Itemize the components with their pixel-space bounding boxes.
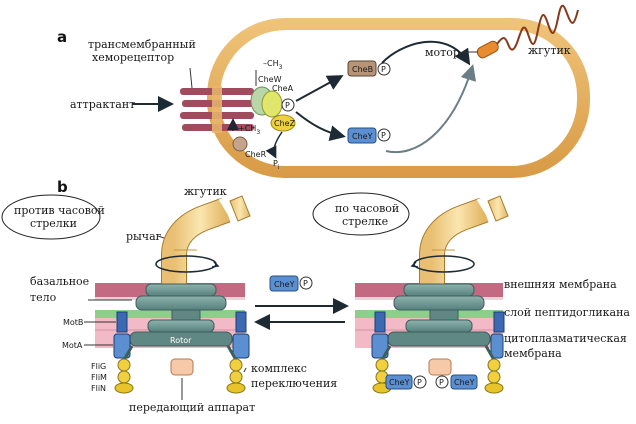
ccw-line1: против часовой xyxy=(14,204,105,217)
cw-oval xyxy=(312,192,410,236)
pi-release-arrow xyxy=(265,131,283,159)
phosphate-cheb xyxy=(377,62,391,76)
hook-label: рычаг xyxy=(126,230,162,243)
mota-right-left xyxy=(232,333,250,359)
phosphate-chey-label: P xyxy=(381,131,386,140)
basal-body-line1: базальное xyxy=(30,275,89,288)
flim-label: FliM xyxy=(91,373,107,382)
panel-b: b против часовой стрелки по часовой стре… xyxy=(1,178,630,414)
ccw-oval xyxy=(1,194,101,240)
pi-main: P xyxy=(273,159,278,168)
panel-a: a трансмембранный хеморецептор аттрактан… xyxy=(57,4,590,178)
cheb-protein xyxy=(347,60,377,77)
export-label: передающий аппарат xyxy=(129,401,255,414)
chey-bound-left-label: CheY xyxy=(389,378,410,387)
phosphate-chea xyxy=(281,98,295,112)
flagellum-a-label: жгутик xyxy=(528,44,571,57)
flig-label: FliG xyxy=(91,362,106,371)
ch3-methyl-label: +CH3 xyxy=(238,124,260,136)
chea-label: CheA xyxy=(272,84,294,93)
peptidoglycan-left xyxy=(95,310,245,318)
chey-bound-left xyxy=(385,374,413,390)
phosphate-bound-right: P xyxy=(439,378,444,387)
ccw-label: против часовой стрелки xyxy=(14,204,108,230)
phosphate-cheb-label: P xyxy=(381,65,386,74)
cytoplasmic-line1: цитоплазматическая xyxy=(504,332,627,345)
rotor-left-label: Rotor xyxy=(170,336,192,345)
p-ring-left xyxy=(135,295,227,311)
ms-ring-left xyxy=(147,319,215,333)
motor-a xyxy=(476,40,499,59)
receptor-label-line1: трансмембранный xyxy=(88,38,196,51)
phosphate-chey xyxy=(377,128,391,142)
cw-line1: по часовой xyxy=(335,202,399,215)
flagellum-b-label: жгутик xyxy=(184,185,227,198)
mota-label: MotA xyxy=(62,341,83,350)
l-ring-left xyxy=(145,283,217,297)
switch-label: комплекс переключения xyxy=(251,362,337,390)
phosphate-middle-label: P xyxy=(303,279,308,288)
chey-bound-right xyxy=(450,374,478,390)
arrow-to-cheb xyxy=(295,75,344,102)
chez-protein xyxy=(270,114,296,132)
peptidoglycan-right xyxy=(355,310,503,318)
motor-ccw: Rotor xyxy=(95,195,251,400)
pi-sub: i xyxy=(278,164,280,171)
motor-label: мотор xyxy=(425,46,460,59)
switch-line2: переключения xyxy=(251,377,337,390)
pi-label: Pi xyxy=(273,159,280,171)
switch-line1: комплекс xyxy=(251,362,307,375)
chey-middle xyxy=(269,275,299,292)
chey-to-motor-arrow xyxy=(385,64,477,154)
flin-label: FliN xyxy=(91,384,106,393)
chew-label: CheW xyxy=(258,75,282,84)
ch3-methyl-sub: 3 xyxy=(256,129,260,136)
flig-left xyxy=(117,358,131,372)
panel-a-label: a xyxy=(57,28,67,46)
flagellum-helix-a xyxy=(496,4,579,51)
ccw-line2: стрелки xyxy=(30,217,77,230)
ch3-methyl-main: +CH xyxy=(238,124,256,133)
bacterial-cytoplasm xyxy=(220,30,577,166)
motb-label: MotB xyxy=(63,318,83,327)
cw-line2: стрелке xyxy=(342,215,388,228)
cher-protein xyxy=(232,136,248,152)
peptidoglycan-label: слой пептидогликана xyxy=(504,306,630,319)
phosphate-bound-left: P xyxy=(417,378,422,387)
chea-protein xyxy=(261,90,283,118)
export-apparatus-left xyxy=(170,358,194,376)
cheb-label: CheB xyxy=(352,65,373,74)
flin-left xyxy=(114,382,134,394)
basal-body-label: базальное тело xyxy=(30,275,93,304)
ch3-demethyl-main: –CH xyxy=(263,59,279,68)
chey-label: CheY xyxy=(352,132,373,141)
motor-cw: CheY P P CheY xyxy=(355,195,509,394)
mota-left xyxy=(113,333,131,359)
flim-left xyxy=(117,370,131,384)
attractant-label: аттрактант xyxy=(70,98,135,111)
chey-protein xyxy=(347,127,377,144)
arrow-to-chey xyxy=(295,111,346,142)
cheb-loop-arrow xyxy=(381,40,471,66)
cw-label: по часовой стрелке xyxy=(335,202,403,228)
chey-bound-right-label: CheY xyxy=(454,378,475,387)
receptor-label-line2: хеморецептор xyxy=(92,51,174,64)
ch3-demethyl-sub: 3 xyxy=(279,64,283,71)
basal-body-line2: тело xyxy=(30,291,57,304)
phosphate-middle xyxy=(299,276,313,290)
ch3-demethyl-label: –CH3 xyxy=(263,59,283,71)
cytoplasmic-line2: мембрана xyxy=(504,347,562,360)
chey-middle-label: CheY xyxy=(274,280,295,289)
phosphate-chea-label: P xyxy=(285,101,290,110)
cher-label: CheR xyxy=(245,150,267,159)
outer-membrane-label: внешняя мембрана xyxy=(504,278,617,291)
receptor-label: трансмембранный хеморецептор xyxy=(88,38,199,64)
rotor-right xyxy=(387,331,491,347)
panel-b-label: b xyxy=(57,178,68,196)
cytoplasmic-label: цитоплазматическая мембрана xyxy=(504,332,630,360)
chez-label: CheZ xyxy=(274,119,296,128)
